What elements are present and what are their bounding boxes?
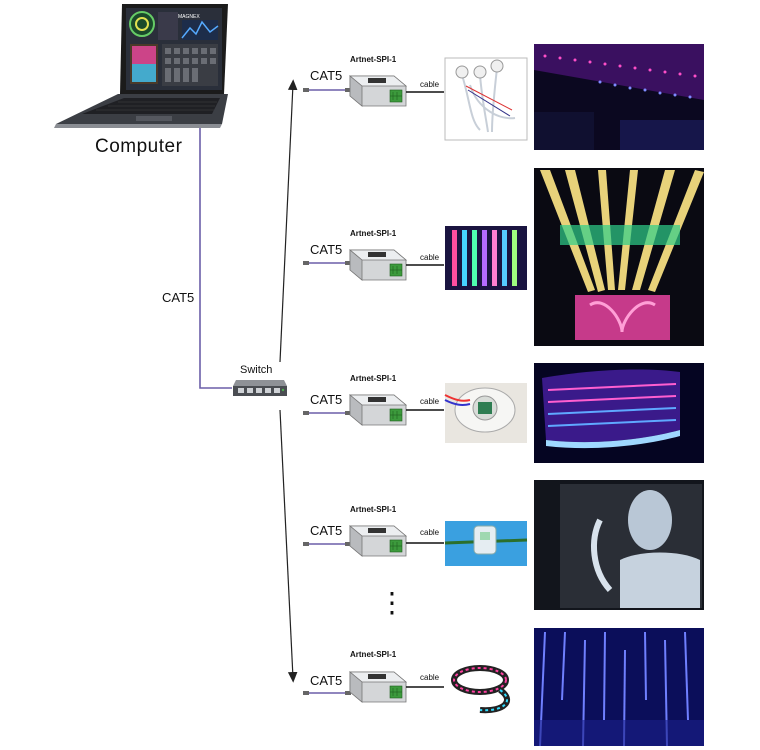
cat5-main-label: CAT5	[162, 290, 195, 305]
branch-5-controller-icon	[349, 671, 407, 703]
branch-3-device-label: Artnet-SPI-1	[350, 374, 397, 383]
arrow-up-line	[279, 79, 298, 363]
arrow-down-line	[279, 409, 298, 683]
branch-5-cable-label: cable	[420, 673, 440, 682]
led-strip-product-image	[445, 655, 527, 717]
branch-5-cat5-label: CAT5	[310, 673, 343, 688]
branch-3-cat5-label: CAT5	[310, 392, 343, 407]
computer-label: Computer	[95, 136, 183, 157]
branch-4-cable-label: cable	[420, 528, 440, 537]
led-tube-product-image	[445, 226, 527, 290]
branch-4-controller-icon	[349, 525, 407, 557]
branch-1-cat5-cable	[302, 87, 352, 93]
network-switch-icon	[233, 380, 287, 396]
branch-2-cat5-cable	[302, 260, 352, 266]
branch-2-device-label: Artnet-SPI-1	[350, 229, 397, 238]
more-branches-ellipsis: ⋮	[378, 587, 406, 618]
switch-label: Switch	[240, 364, 273, 376]
branch-1-device-label: Artnet-SPI-1	[350, 55, 397, 64]
branch-4-device-label: Artnet-SPI-1	[350, 505, 397, 514]
branch-1-cat5-label: CAT5	[310, 68, 343, 83]
branch-2-controller-icon	[349, 249, 407, 281]
branch-2-cat5-label: CAT5	[310, 242, 343, 257]
branch-1-cable-label: cable	[420, 80, 440, 89]
branch-3-cat5-cable	[302, 410, 352, 416]
laptop-screen-brand: MAGNEX	[178, 14, 200, 20]
led-string-node-product-image	[444, 521, 528, 566]
branch-1-controller-icon	[349, 75, 407, 107]
branch-2-cable-label: cable	[420, 253, 440, 262]
led-pixel-module-product-image	[444, 383, 527, 443]
branch-4-cat5-cable	[302, 541, 352, 547]
branch-3-cable-label: cable	[420, 397, 440, 406]
led-module-product-image	[444, 57, 528, 141]
led-screen-face-installation-photo	[534, 480, 704, 610]
branch-3-controller-icon	[349, 394, 407, 426]
led-tube-stage-installation-photo	[534, 168, 704, 346]
branch-4-cat5-label: CAT5	[310, 523, 343, 538]
laptop-illustration: MAGNEX	[54, 4, 228, 128]
led-blue-columns-installation-photo	[534, 628, 704, 747]
branch-5-cat5-cable	[302, 690, 352, 696]
cat5-computer-to-switch	[199, 118, 232, 389]
branch-5-device-label: Artnet-SPI-1	[350, 650, 397, 659]
led-pixel-wall-installation-photo	[534, 363, 704, 463]
led-ceiling-installation-photo	[534, 44, 704, 150]
